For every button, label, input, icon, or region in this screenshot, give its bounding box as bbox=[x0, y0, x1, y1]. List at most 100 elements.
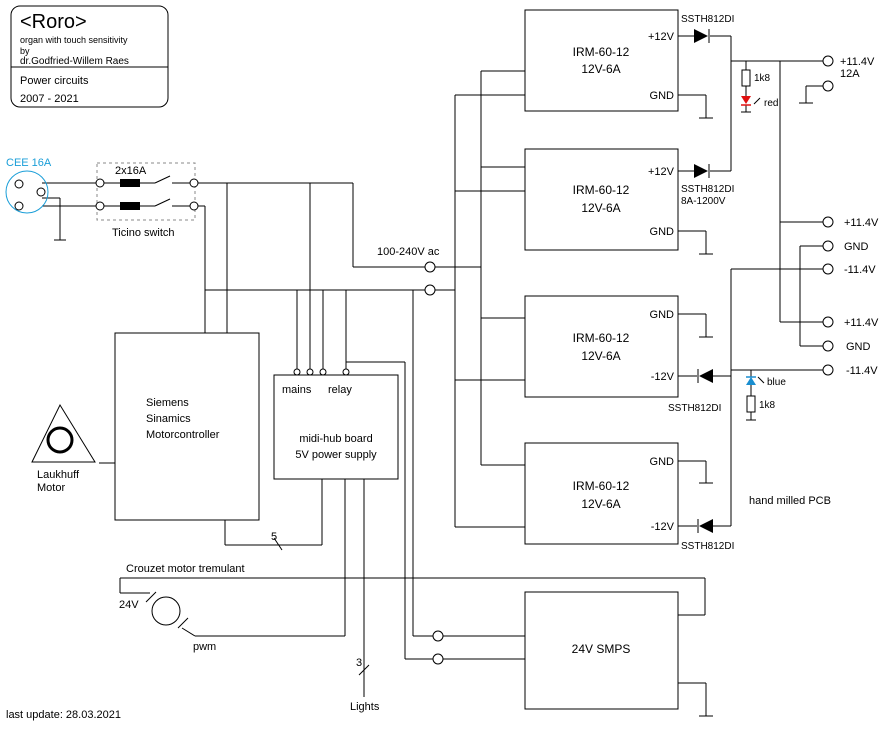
smps-24v: 24V SMPS bbox=[432, 591, 679, 710]
ticino-switch: 2x16A Ticino switch bbox=[95, 162, 199, 239]
motor-line2: Motor bbox=[37, 482, 65, 494]
switch-term-out-top bbox=[189, 178, 199, 188]
inlet-pin-pe bbox=[36, 187, 46, 197]
led-blue-label: blue bbox=[767, 377, 786, 388]
psu-2-rating: 12V-6A bbox=[581, 201, 620, 215]
midihub-relay: relay bbox=[328, 384, 352, 396]
title-author: dr.Godfried-Willem Raes bbox=[20, 56, 129, 67]
out-minus-b bbox=[822, 364, 834, 376]
cee-inlet: CEE 16A bbox=[5, 157, 52, 214]
bus-count-3: 3 bbox=[356, 657, 362, 669]
psu-3-rating: 12V-6A bbox=[581, 349, 620, 363]
diode-3-part: SSTH812DI bbox=[668, 403, 721, 414]
out-amps-label: 12A bbox=[840, 68, 860, 80]
psu-1-rating: 12V-6A bbox=[581, 62, 620, 76]
psu-3: IRM-60-12 12V-6A GND -12V bbox=[524, 295, 679, 398]
midihub-line1: midi-hub board bbox=[299, 433, 372, 445]
midihub-mains: mains bbox=[282, 384, 312, 396]
switch-label: Ticino switch bbox=[112, 227, 175, 239]
wiring bbox=[42, 35, 823, 717]
switch-term-in-top bbox=[95, 178, 105, 188]
out-plus-b-label: +11.4V bbox=[844, 317, 879, 329]
diode-1: SSTH812DI bbox=[681, 14, 734, 43]
tremulant-pwm: pwm bbox=[193, 641, 216, 653]
switch-term-in-bottom bbox=[95, 201, 105, 211]
switch-rating: 2x16A bbox=[115, 165, 147, 177]
out-minus-b-label: -11.4V bbox=[846, 365, 878, 377]
out-plus-12a-label: +11.4V bbox=[840, 56, 875, 68]
led-red-label: red bbox=[764, 98, 778, 109]
psu-1-model: IRM-60-12 bbox=[573, 45, 630, 59]
red-indicator: 1k8 red bbox=[741, 69, 778, 109]
tremulant-voltage: 24V bbox=[119, 599, 139, 611]
psu-2: IRM-60-12 12V-6A +12V GND bbox=[524, 148, 679, 251]
psu-3-model: IRM-60-12 bbox=[573, 331, 630, 345]
smps-terminal-l bbox=[432, 630, 444, 642]
psu-2-out: +12V bbox=[648, 166, 675, 178]
laukhuff-motor: Laukhuff Motor bbox=[31, 403, 99, 496]
diode-2-spec: 8A-1200V bbox=[681, 196, 726, 207]
psu-2-gnd: GND bbox=[650, 226, 675, 238]
resistor-red bbox=[741, 69, 751, 87]
pcb-label: hand milled PCB bbox=[749, 495, 831, 507]
out-plus-a bbox=[822, 216, 834, 228]
title-subtitle: organ with touch sensitivity bbox=[20, 35, 128, 45]
diode-2: SSTH812DI 8A-1200V bbox=[681, 164, 734, 207]
title-years: 2007 - 2021 bbox=[20, 93, 79, 105]
output-terminals: +11.4V 12A +11.4V GND -11.4V +11.4V GND … bbox=[822, 55, 879, 377]
out-gnd-b bbox=[822, 340, 834, 352]
motor-line1: Laukhuff bbox=[37, 469, 80, 481]
diode-4-part: SSTH812DI bbox=[681, 541, 734, 552]
diode-1-part: SSTH812DI bbox=[681, 14, 734, 25]
mains-terminal-bottom bbox=[424, 284, 436, 296]
diode-3: SSTH812DI bbox=[668, 369, 721, 414]
smps-label: 24V SMPS bbox=[572, 642, 631, 656]
led-red bbox=[741, 96, 751, 104]
psu-4-model: IRM-60-12 bbox=[573, 479, 630, 493]
crouzet-tremulant: Crouzet motor tremulant 24V pwm bbox=[119, 563, 245, 653]
psu-4-rating: 12V-6A bbox=[581, 497, 620, 511]
blue-indicator: blue 1k8 bbox=[746, 376, 786, 413]
led-blue bbox=[746, 377, 756, 385]
out-plus-b bbox=[822, 316, 834, 328]
motor-triangle bbox=[31, 403, 96, 463]
fuse-bottom bbox=[120, 202, 140, 210]
last-update: last update: 28.03.2021 bbox=[6, 709, 121, 721]
out-gnd-a-label: GND bbox=[844, 241, 869, 253]
out-gnd-a bbox=[822, 240, 834, 252]
out-gnd-b-label: GND bbox=[846, 341, 871, 353]
mains-terminal-top bbox=[424, 261, 436, 273]
resistor-blue-value: 1k8 bbox=[759, 400, 776, 411]
siemens-motorcontroller: Siemens Sinamics Motorcontroller bbox=[114, 332, 260, 521]
controller-line3: Motorcontroller bbox=[146, 429, 220, 441]
inlet-outline bbox=[5, 170, 49, 214]
title-by: by bbox=[20, 46, 30, 56]
mains-label: 100-240V ac bbox=[377, 246, 440, 258]
out-plus-12a bbox=[822, 55, 834, 67]
motor-rotor-icon bbox=[46, 426, 74, 454]
psu-4-gnd: GND bbox=[650, 456, 675, 468]
midihub-line2: 5V power supply bbox=[295, 449, 377, 461]
switch-term-out-bottom bbox=[189, 201, 199, 211]
inlet-label: CEE 16A bbox=[6, 157, 52, 169]
controller-line2: Sinamics bbox=[146, 413, 191, 425]
tremulant-motor-icon bbox=[151, 596, 181, 626]
psu-1: IRM-60-12 12V-6A +12V GND bbox=[524, 9, 679, 112]
out-minus-a bbox=[822, 263, 834, 275]
inlet-pin-l bbox=[14, 179, 24, 189]
title-name: <Roro> bbox=[20, 11, 87, 33]
bus-count-5: 5 bbox=[271, 531, 277, 543]
psu-1-out: +12V bbox=[648, 31, 675, 43]
out-gnd-12a bbox=[822, 80, 834, 92]
inlet-pin-n bbox=[14, 201, 24, 211]
psu-1-gnd: GND bbox=[650, 90, 675, 102]
controller-line1: Siemens bbox=[146, 397, 189, 409]
resistor-blue bbox=[746, 395, 756, 413]
midi-hub-board: mains relay midi-hub board 5V power supp… bbox=[273, 368, 399, 480]
diode-2-part: SSTH812DI bbox=[681, 184, 734, 195]
switch-enclosure bbox=[96, 162, 196, 221]
resistor-red-value: 1k8 bbox=[754, 73, 771, 84]
tremulant-title: Crouzet motor tremulant bbox=[126, 563, 245, 575]
title-block: <Roro> organ with touch sensitivity by d… bbox=[10, 5, 169, 108]
